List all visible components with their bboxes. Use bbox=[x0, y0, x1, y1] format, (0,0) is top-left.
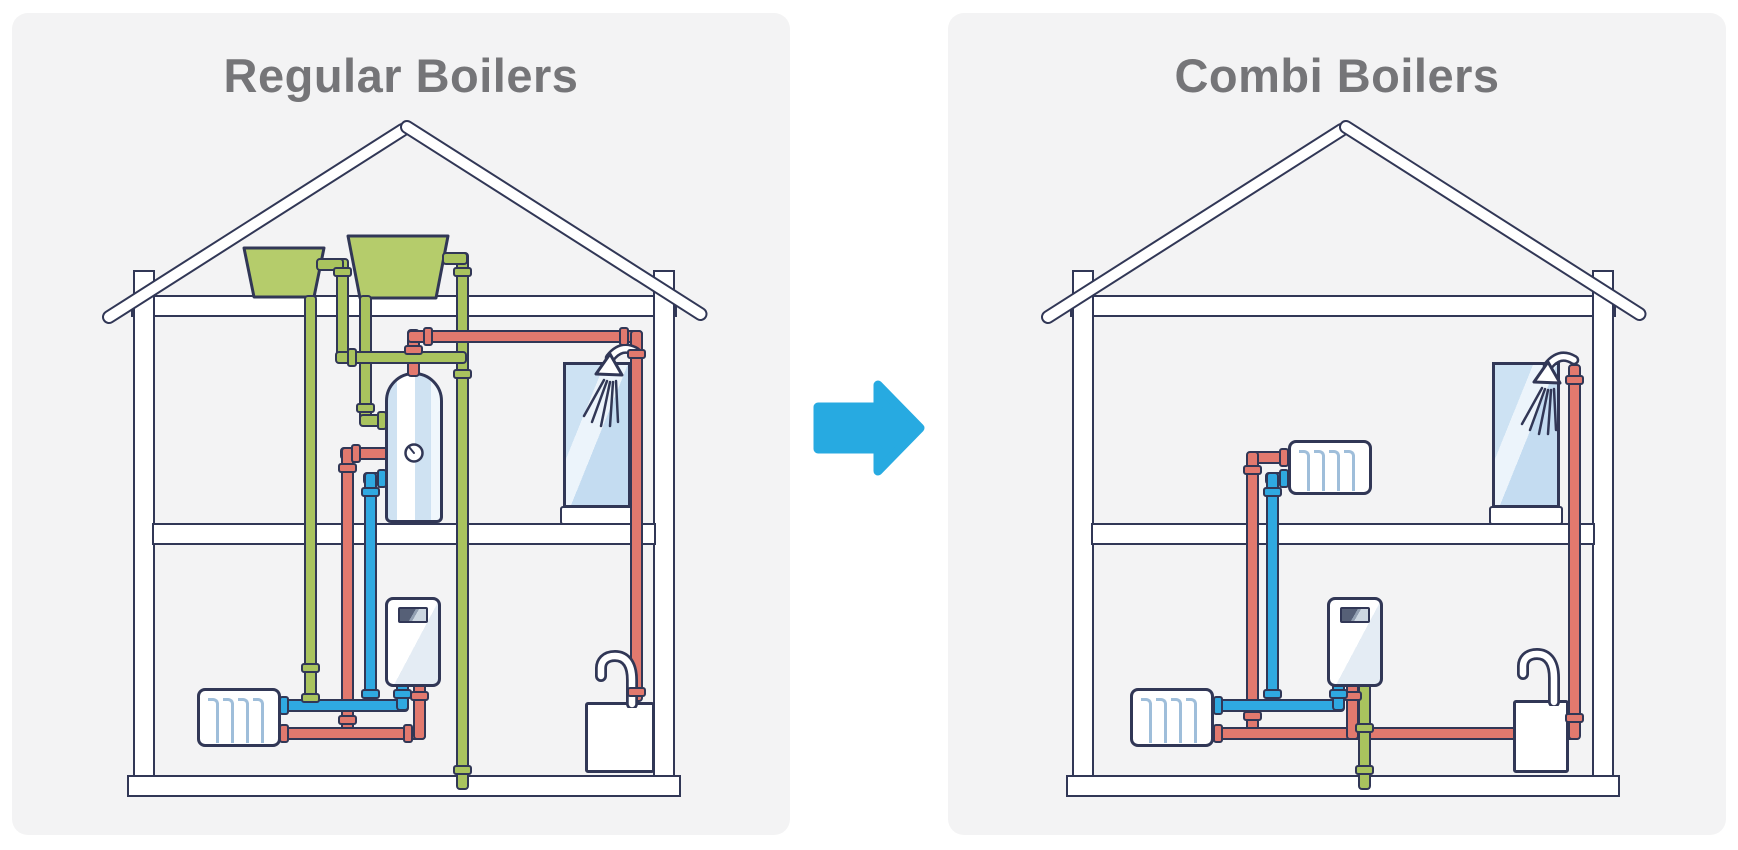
shower-tray bbox=[560, 506, 634, 525]
radiator-fin bbox=[223, 698, 234, 743]
pipe-fitting bbox=[300, 693, 320, 703]
pipe-fitting bbox=[337, 715, 357, 725]
boiler-display bbox=[1340, 607, 1370, 623]
shower-head-icon bbox=[1520, 351, 1580, 436]
primary-flow-pipe bbox=[340, 447, 354, 740]
pipe-fitting bbox=[627, 687, 646, 697]
vent-link-pipe bbox=[335, 350, 467, 364]
pipe-fitting bbox=[1242, 711, 1262, 721]
pipe-fitting bbox=[627, 349, 646, 359]
pipe-fitting bbox=[377, 410, 387, 430]
pipe-fitting bbox=[403, 345, 423, 355]
cold-water-storage-tank bbox=[346, 234, 450, 300]
pipe-fitting bbox=[1213, 695, 1223, 715]
temperature-gauge bbox=[404, 443, 424, 463]
heating-return-pipe bbox=[1265, 472, 1279, 712]
radiator-fin bbox=[1171, 698, 1182, 743]
pipe-fitting bbox=[452, 267, 472, 277]
radiator-fin bbox=[1329, 450, 1340, 491]
pipe-fitting bbox=[300, 663, 320, 673]
pipe-fitting bbox=[452, 765, 472, 775]
right-wall bbox=[653, 270, 675, 777]
pipe-fitting bbox=[423, 326, 433, 346]
transition-arrow-icon bbox=[813, 380, 925, 476]
shower-glass bbox=[1492, 362, 1560, 508]
pipe-fitting bbox=[377, 468, 387, 488]
vent-pipe bbox=[442, 251, 468, 265]
radiator-fin bbox=[1186, 698, 1197, 743]
faucet bbox=[1517, 647, 1560, 706]
pipe-fitting bbox=[452, 369, 472, 379]
feed-expansion-tank bbox=[242, 246, 326, 299]
pipe-fitting bbox=[332, 267, 352, 277]
house-base bbox=[127, 775, 681, 797]
heating-return-pipe bbox=[1209, 698, 1345, 712]
primary-return-pipe bbox=[363, 472, 377, 712]
pipe-fitting bbox=[337, 463, 357, 473]
pipe-fitting bbox=[409, 691, 429, 701]
radiator bbox=[197, 688, 281, 747]
pipe-fitting bbox=[351, 443, 361, 463]
pipe-fitting bbox=[279, 695, 289, 715]
radiator-fin bbox=[253, 698, 264, 743]
pipe-fitting bbox=[1279, 447, 1289, 467]
pipe-fitting bbox=[355, 403, 375, 413]
pipe-fitting bbox=[1279, 468, 1289, 488]
sink bbox=[1513, 700, 1569, 773]
pipe-fitting bbox=[1564, 713, 1584, 723]
radiator-fin bbox=[1156, 698, 1167, 743]
pipe-fitting bbox=[1354, 723, 1374, 733]
upstairs-radiator bbox=[1288, 440, 1372, 495]
house-base bbox=[1066, 775, 1620, 797]
pipe-fitting bbox=[392, 689, 412, 699]
radiator-fin bbox=[1141, 698, 1152, 743]
pipe-fitting bbox=[1262, 487, 1282, 497]
heating-return-pipe bbox=[276, 698, 409, 712]
pipe-fitting bbox=[1564, 375, 1584, 385]
pipe-fitting bbox=[1262, 689, 1282, 699]
heating-flow-pipe bbox=[1245, 451, 1259, 740]
radiator-fin bbox=[238, 698, 249, 743]
pipe-fitting bbox=[347, 347, 357, 367]
combi-boilers-title: Combi Boilers bbox=[1174, 49, 1500, 102]
pipe-fitting bbox=[619, 326, 629, 346]
pipe-fitting bbox=[279, 723, 289, 743]
sink bbox=[585, 702, 655, 773]
pipe-fitting bbox=[360, 689, 380, 699]
attic-floor bbox=[1070, 295, 1616, 317]
radiator-fin bbox=[1299, 450, 1310, 491]
pipe-fitting bbox=[1213, 723, 1223, 743]
regular-boilers-title: Regular Boilers bbox=[223, 49, 579, 102]
pipe-fitting bbox=[1242, 465, 1262, 475]
radiator-fin bbox=[1344, 450, 1355, 491]
middle-floor bbox=[1091, 523, 1595, 545]
boiler-display bbox=[398, 607, 428, 623]
pipe-fitting bbox=[403, 723, 413, 743]
feed-pipe bbox=[303, 295, 317, 712]
radiator-fin bbox=[208, 698, 219, 743]
pipe-fitting bbox=[360, 487, 380, 497]
pipe-fitting bbox=[1354, 765, 1374, 775]
radiator bbox=[1130, 688, 1214, 747]
radiator-fin bbox=[1314, 450, 1325, 491]
right-wall bbox=[1592, 270, 1614, 777]
faucet bbox=[595, 649, 638, 708]
middle-floor bbox=[152, 523, 656, 545]
pipe-fitting bbox=[1328, 689, 1348, 699]
shower-tray bbox=[1489, 506, 1563, 525]
